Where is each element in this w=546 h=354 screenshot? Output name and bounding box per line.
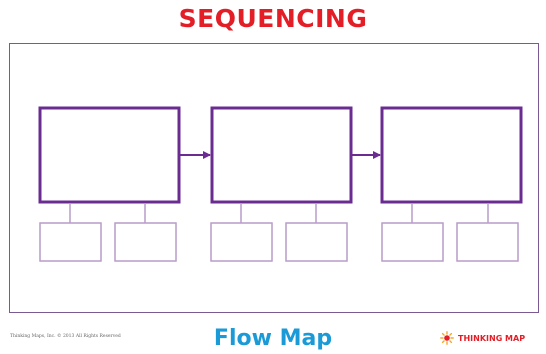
- substep-box-2a[interactable]: [210, 222, 273, 262]
- step-box-2[interactable]: [210, 106, 353, 204]
- substep-box-3b[interactable]: [456, 222, 519, 262]
- substep-box-1a[interactable]: [39, 222, 102, 262]
- sun-icon: [440, 331, 454, 345]
- step-box-3[interactable]: [380, 106, 523, 204]
- logo-text: THINKING MAP: [458, 333, 526, 343]
- substeps-step-3: [381, 203, 519, 262]
- substeps-step-1: [39, 203, 177, 262]
- copyright-text: Thinking Maps, Inc. © 2013 All Rights Re…: [10, 334, 121, 339]
- step-box-1[interactable]: [38, 106, 181, 204]
- substep-box-3a[interactable]: [381, 222, 444, 262]
- substeps-step-2: [210, 203, 348, 262]
- substep-box-1b[interactable]: [114, 222, 177, 262]
- diagram-frame: [9, 43, 539, 313]
- page-title: SEQUENCING: [178, 4, 368, 33]
- map-type-label: Flow Map: [213, 326, 333, 351]
- substep-box-2b[interactable]: [285, 222, 348, 262]
- thinking-maps-logo: THINKING MAP: [440, 331, 525, 345]
